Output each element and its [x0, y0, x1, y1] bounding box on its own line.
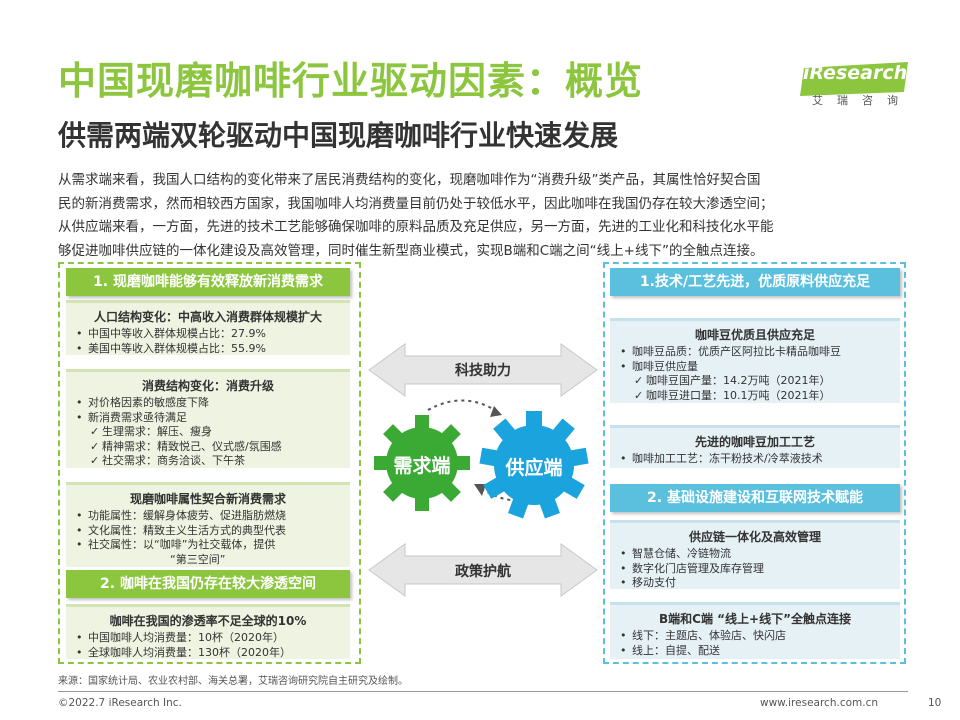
- footer-divider: [58, 691, 908, 692]
- demand-header-2: 2. 咖啡在我国仍存在较大渗透空间: [66, 570, 350, 598]
- list-item: •文化属性：精致主义生活方式的典型代表: [76, 523, 286, 537]
- supply-side-frame: [603, 262, 906, 664]
- supply-box-beans: 咖啡豆优质且供应充足 •咖啡豆品质：优质产区阿拉比卡精品咖啡豆 •咖啡豆供应量 …: [610, 318, 900, 403]
- list-item: ✓社交需求：商务洽谈、下午茶: [90, 454, 245, 467]
- intro-paragraph: 从需求端来看，我国人口结构的变化带来了居民消费结构的变化，现磨咖啡作为“消费升级…: [58, 169, 908, 263]
- box-title: 咖啡在我国的渗透率不足全球的10%: [109, 614, 307, 628]
- box-title: 消费结构变化：消费升级: [141, 379, 274, 393]
- logo-brand: iResearch: [802, 62, 908, 84]
- supply-box-supplychain: 供应链一体化及高效管理 •智慧仓储、冷链物流 •数字化门店管理及库存管理 •移动…: [610, 520, 900, 589]
- list-item: •新消费需求亟待满足: [76, 410, 187, 424]
- intro-line: 从供应端来看，一方面，先进的技术工艺能够确保咖啡的原料品质及充足供应，另一方面，…: [58, 219, 774, 235]
- list-item: •对价格因素的敏感度下降: [76, 396, 209, 409]
- gear-label-supply: 供应端: [505, 457, 563, 479]
- box-title: 先进的咖啡豆加工工艺: [694, 435, 815, 449]
- arrow-label-tech: 科技助力: [455, 363, 511, 379]
- intro-line: 从需求端来看，我国人口结构的变化带来了居民消费结构的变化，现磨咖啡作为“消费升级…: [58, 172, 761, 188]
- list-item: •咖啡豆供应量: [620, 359, 698, 373]
- list-item: ✓生理需求：解压、瘦身: [90, 425, 212, 438]
- intro-line: 够促进咖啡供应链的一体化建设及高效管理，同时催生新型商业模式，实现B端和C端之间…: [58, 242, 764, 259]
- demand-box-consumption: 消费结构变化：消费升级 •对价格因素的敏感度下降 •新消费需求亟待满足 ✓生理需…: [66, 369, 350, 468]
- box-title: 人口结构变化：中高收入消费群体规模扩大: [93, 310, 322, 324]
- iresearch-logo: [800, 62, 908, 96]
- list-item: •功能属性：缓解身体疲劳、促进脂肪燃烧: [76, 509, 286, 522]
- box-title: B端和C端 “线上+线下”全触点连接: [659, 612, 851, 626]
- double-arrow-bottom: [368, 543, 598, 597]
- list-item: ✓咖啡豆进口量：10.1万吨（2021年）: [634, 388, 831, 402]
- list-item: •智慧仓储、冷链物流: [620, 547, 731, 560]
- page-subtitle: 供需两端双轮驱动中国现磨咖啡行业快速发展: [58, 119, 619, 152]
- list-item: •美国中等收入群体规模占比：55.9%: [76, 341, 266, 355]
- list-item: •咖啡加工工艺：冻干粉技术/冷萃液技术: [620, 452, 823, 465]
- supply-box-omnichannel: B端和C端 “线上+线下”全触点连接 •线下：主题店、体验店、快闪店 •线上：自…: [610, 602, 900, 659]
- supply-header-1: 1.技术/工艺先进，优质原料供应充足: [610, 268, 900, 296]
- list-item: •咖啡豆品质：优质产区阿拉比卡精品咖啡豆: [620, 345, 841, 358]
- website-link[interactable]: www.iresearch.com.cn: [760, 697, 879, 709]
- arrow-label-policy: 政策护航: [455, 564, 511, 580]
- gear-label-demand: 需求端: [393, 455, 451, 477]
- list-item: •线上：自提、配送: [620, 643, 720, 657]
- list-item: •社交属性：以“咖啡”为社交载体，提供: [76, 538, 276, 551]
- list-item: •中国咖啡人均消费量：10杯（2020年）: [76, 631, 284, 644]
- logo-cn: 艾瑞咨询: [812, 94, 912, 107]
- page-title: 中国现磨咖啡行业驱动因素：概览: [58, 59, 644, 103]
- list-item: •中国中等收入群体规模占比：27.9%: [76, 327, 266, 340]
- supply-gear-icon: [479, 411, 589, 519]
- double-arrow-top: [368, 343, 598, 397]
- demand-gear-icon: [374, 415, 470, 511]
- box-title: 现磨咖啡属性契合新消费需求: [129, 492, 286, 506]
- list-item: •全球咖啡人均消费量：130杯（2020年）: [76, 645, 291, 659]
- box-title: 供应链一体化及高效管理: [688, 530, 821, 544]
- list-item: •线下：主题店、体验店、快闪店: [620, 629, 786, 642]
- list-item: ✓咖啡豆国产量：14.2万吨（2021年）: [634, 374, 831, 387]
- intro-line: 民的新消费需求，然而相较西方国家，我国咖啡人均消费量目前仍处于较低水平，因此咖啡…: [58, 195, 774, 212]
- list-item: ✓精神需求：精致悦己、仪式感/氛围感: [90, 439, 282, 453]
- list-item-continuation: “第三空间”: [170, 552, 226, 566]
- supply-header-2: 2. 基础设施建设和互联网技术赋能: [610, 484, 900, 512]
- box-title: 咖啡豆优质且供应充足: [694, 328, 815, 342]
- list-item: •数字化门店管理及库存管理: [620, 561, 764, 575]
- demand-header-1: 1. 现磨咖啡能够有效释放新消费需求: [66, 268, 350, 296]
- supply-box-processing: 先进的咖啡豆加工工艺 •咖啡加工工艺：冻干粉技术/冷萃液技术: [610, 425, 900, 468]
- source-note: 来源：国家统计局、农业农村部、海关总署，艾瑞咨询研究院自主研究及绘制。: [58, 676, 408, 687]
- list-item: •移动支付: [620, 576, 676, 589]
- demand-side-frame: [58, 262, 361, 664]
- copyright: ©2022.7 iResearch Inc.: [58, 697, 182, 709]
- demand-box-attributes: 现磨咖啡属性契合新消费需求 •功能属性：缓解身体疲劳、促进脂肪燃烧 •文化属性：…: [66, 482, 350, 567]
- demand-box-penetration: 咖啡在我国的渗透率不足全球的10% •中国咖啡人均消费量：10杯（2020年） …: [66, 604, 350, 659]
- page-number: 10: [928, 697, 942, 709]
- demand-box-population: 人口结构变化：中高收入消费群体规模扩大 •中国中等收入群体规模占比：27.9% …: [66, 300, 350, 355]
